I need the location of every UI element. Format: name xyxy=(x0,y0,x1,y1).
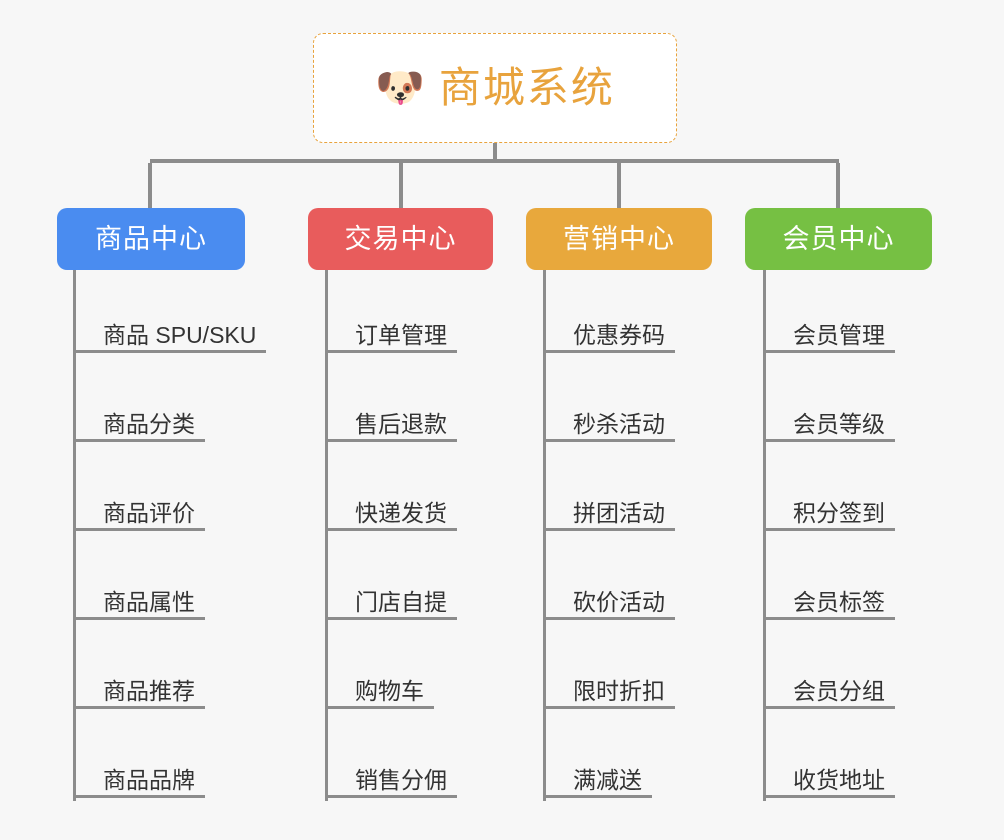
leaf-item-underline xyxy=(73,439,205,442)
branch-header-label: 商品中心 xyxy=(95,223,207,254)
leaf-item-underline xyxy=(543,617,675,620)
shiba-dog-face-icon: 🐶 xyxy=(375,66,425,110)
leaf-item-label: 售后退款 xyxy=(355,411,447,437)
leaf-item-underline xyxy=(325,795,457,798)
branch-spine-connector xyxy=(763,270,766,801)
leaf-item-label: 会员分组 xyxy=(793,678,885,704)
leaf-item-label: 优惠券码 xyxy=(573,322,665,348)
branch-header-3[interactable]: 营销中心 xyxy=(526,208,712,270)
leaf-item-underline xyxy=(73,795,205,798)
branch-header-label: 营销中心 xyxy=(563,223,675,254)
leaf-item-label: 满减送 xyxy=(573,767,642,793)
leaf-item-underline xyxy=(763,617,895,620)
leaf-item-label: 积分签到 xyxy=(793,500,885,526)
leaf-item-underline xyxy=(325,439,457,442)
leaf-item-underline xyxy=(325,350,457,353)
leaf-item-label: 秒杀活动 xyxy=(573,411,665,437)
leaf-item-label: 商品推荐 xyxy=(103,678,195,704)
leaf-item-label: 销售分佣 xyxy=(355,767,447,793)
leaf-item-underline xyxy=(73,528,205,531)
leaf-item-label: 商品属性 xyxy=(103,589,195,615)
leaf-item-underline xyxy=(763,439,895,442)
leaf-item-underline xyxy=(763,795,895,798)
root-stem-connector xyxy=(493,143,497,163)
leaf-item-label: 会员等级 xyxy=(793,411,885,437)
root-title: 商城系统 xyxy=(438,64,615,111)
branch-header-2[interactable]: 交易中心 xyxy=(308,208,493,270)
branch-header-label: 交易中心 xyxy=(344,223,457,254)
branch-header-label: 会员中心 xyxy=(782,223,895,254)
leaf-item-underline xyxy=(543,528,675,531)
branch-drop-connector xyxy=(617,163,621,208)
branch-header-1[interactable]: 商品中心 xyxy=(57,208,245,270)
branch-header-4[interactable]: 会员中心 xyxy=(745,208,932,270)
branch-drop-connector xyxy=(836,163,840,208)
branch-spine-connector xyxy=(73,270,76,801)
leaf-item-underline xyxy=(325,706,434,709)
leaf-item-underline xyxy=(763,528,895,531)
leaf-item-underline xyxy=(325,528,457,531)
leaf-item-underline xyxy=(73,706,205,709)
leaf-item-label: 门店自提 xyxy=(355,589,447,615)
leaf-item-label: 商品品牌 xyxy=(103,767,195,793)
branch-drop-connector xyxy=(399,163,403,208)
leaf-item-label: 收货地址 xyxy=(793,767,885,793)
leaf-item-underline xyxy=(543,350,675,353)
branch-drop-connector xyxy=(148,163,152,208)
leaf-item-underline xyxy=(543,706,675,709)
leaf-item-underline xyxy=(325,617,457,620)
leaf-item-underline xyxy=(763,350,895,353)
leaf-item-label: 商品分类 xyxy=(103,411,195,437)
leaf-item-label: 商品 SPU/SKU xyxy=(103,322,257,348)
leaf-item-label: 限时折扣 xyxy=(573,678,665,704)
leaf-item-label: 拼团活动 xyxy=(573,500,665,526)
branch-bus-connector xyxy=(150,159,839,163)
branch-spine-connector xyxy=(325,270,328,801)
leaf-item-underline xyxy=(543,439,675,442)
leaf-item-underline xyxy=(73,350,266,353)
branch-spine-connector xyxy=(543,270,546,801)
leaf-item-label: 商品评价 xyxy=(103,500,195,526)
root-node[interactable]: 🐶 商城系统 xyxy=(313,33,677,143)
leaf-item-underline xyxy=(73,617,205,620)
leaf-item-label: 订单管理 xyxy=(355,322,447,348)
leaf-item-label: 快递发货 xyxy=(355,500,447,526)
leaf-item-underline xyxy=(543,795,652,798)
leaf-item-underline xyxy=(763,706,895,709)
leaf-item-label: 砍价活动 xyxy=(573,589,665,615)
leaf-item-label: 会员管理 xyxy=(793,322,885,348)
leaf-item-label: 会员标签 xyxy=(793,589,885,615)
leaf-item-label: 购物车 xyxy=(355,678,424,704)
